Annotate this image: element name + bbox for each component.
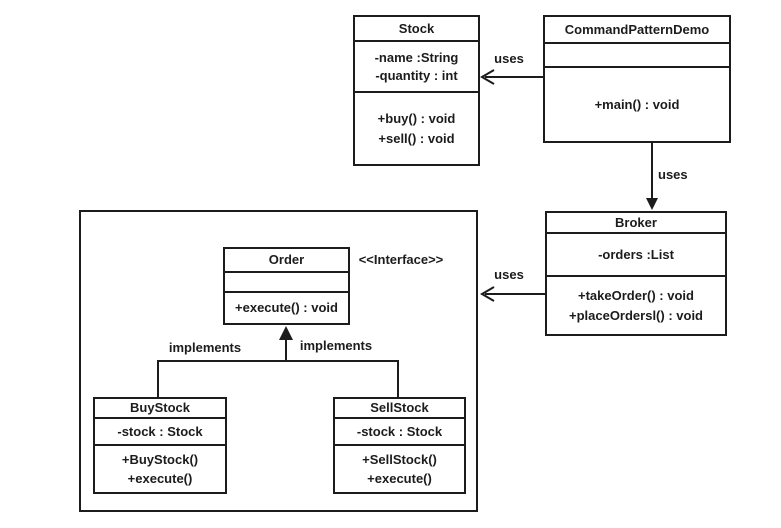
class-box-stock: Stock -name :String -quantity : int +buy…	[353, 15, 480, 166]
method-line: +execute() : void	[235, 300, 338, 316]
class-attributes: -name :String -quantity : int	[355, 42, 478, 93]
class-methods: +takeOrder() : void +placeOrdersl() : vo…	[547, 277, 725, 334]
attribute-line: -orders :List	[598, 246, 674, 262]
class-methods: +execute() : void	[225, 293, 348, 323]
method-line: +takeOrder() : void	[578, 288, 694, 303]
arrowhead-down-broker-icon	[646, 198, 658, 210]
class-title: Order	[225, 249, 348, 273]
class-methods: +BuyStock() +execute()	[95, 446, 225, 492]
class-title: CommandPatternDemo	[545, 17, 729, 44]
uses-label-broker-order: uses	[494, 267, 524, 282]
method-line: +BuyStock()	[121, 451, 199, 467]
implements-connector-line	[157, 360, 399, 397]
class-box-buystock: BuyStock -stock : Stock +BuyStock() +exe…	[93, 397, 227, 494]
uses-label-demo-stock: uses	[494, 51, 524, 66]
arrowhead-up-order-icon	[279, 326, 293, 340]
arrowhead-left-stock-icon	[480, 69, 495, 85]
class-methods: +SellStock() +execute()	[335, 446, 464, 492]
method-line: +placeOrdersl() : void	[568, 307, 703, 323]
class-methods: +main() : void	[545, 68, 729, 141]
class-title: BuyStock	[95, 399, 225, 419]
attribute-line: -name :String	[374, 49, 459, 65]
class-box-broker: Broker -orders :List +takeOrder() : void…	[545, 211, 727, 336]
class-attributes-empty	[225, 273, 348, 293]
class-attributes: -stock : Stock	[335, 419, 464, 446]
class-box-order: Order +execute() : void	[223, 247, 350, 325]
method-line: +SellStock()	[362, 451, 437, 467]
attribute-line: -quantity : int	[375, 67, 458, 83]
implements-label-buystock: implements	[168, 340, 242, 355]
arrowhead-left-frame-icon	[480, 286, 495, 302]
uses-label-demo-broker: uses	[658, 167, 688, 182]
class-title: Stock	[355, 17, 478, 42]
class-box-sellstock: SellStock -stock : Stock +SellStock() +e…	[333, 397, 466, 494]
interface-group-frame	[79, 210, 478, 512]
class-attributes: -stock : Stock	[95, 419, 225, 446]
class-methods: +buy() : void +sell() : void	[355, 93, 478, 164]
class-title: Broker	[547, 213, 725, 234]
class-box-command-pattern-demo: CommandPatternDemo +main() : void	[543, 15, 731, 143]
method-line: +sell() : void	[378, 130, 455, 146]
attribute-line: -stock : Stock	[117, 423, 203, 439]
class-attributes: -orders :List	[547, 234, 725, 277]
class-attributes-empty	[545, 44, 729, 68]
attribute-line: -stock : Stock	[356, 423, 443, 439]
interface-stereotype-label: <<Interface>>	[358, 252, 444, 267]
implements-label-sellstock: implements	[299, 338, 373, 353]
method-line: +buy() : void	[377, 111, 456, 126]
method-line: +execute()	[367, 471, 432, 486]
method-line: +main() : void	[594, 96, 680, 112]
method-line: +execute()	[127, 471, 193, 486]
class-title: SellStock	[335, 399, 464, 419]
